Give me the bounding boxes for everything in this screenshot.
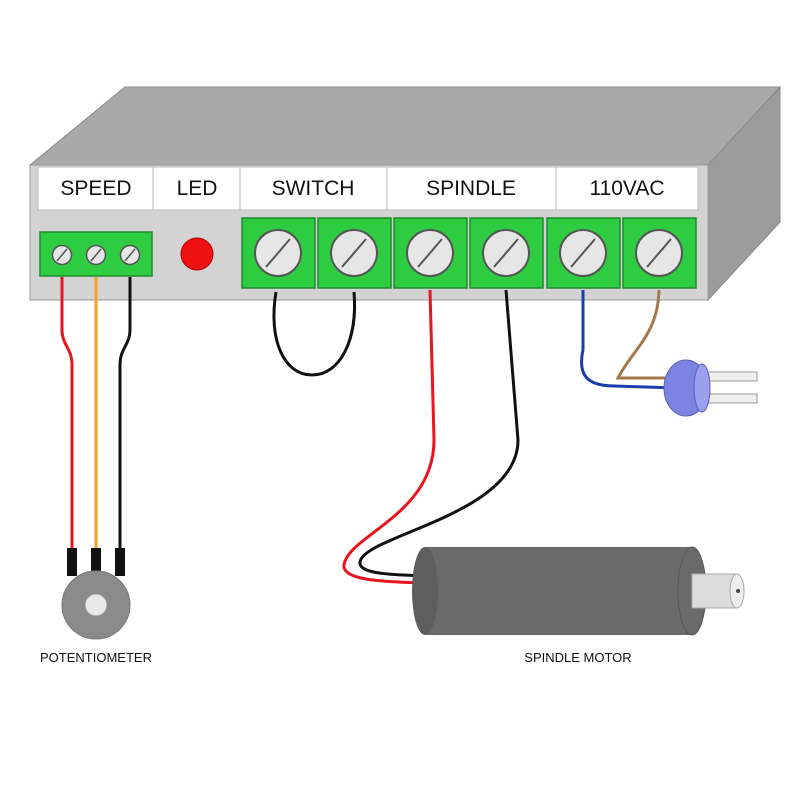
terminal-screw xyxy=(85,244,107,266)
label-speed: SPEED xyxy=(60,177,131,200)
label-led: LED xyxy=(177,177,218,200)
terminal-screw xyxy=(119,244,141,266)
ac-wire-brown xyxy=(615,289,675,380)
potentiometer xyxy=(61,548,131,640)
label-switch: SWITCH xyxy=(272,177,355,200)
terminal-spindle-1 xyxy=(393,217,468,289)
switch-jumper-wire xyxy=(272,291,357,377)
pot-pin xyxy=(67,548,77,576)
motor-body xyxy=(425,547,695,635)
plug-prong xyxy=(704,393,758,404)
label-spindle: SPINDLE xyxy=(426,177,516,200)
motor-shaft-center xyxy=(736,589,740,593)
spindle-wire-black xyxy=(358,289,520,578)
main-terminal-row xyxy=(241,217,697,289)
pot-pin xyxy=(91,548,101,576)
pot-shaft xyxy=(84,593,108,617)
spindle-wire-red xyxy=(342,289,436,585)
terminal-ac-2 xyxy=(622,217,697,289)
caption-potentiometer: POTENTIOMETER xyxy=(40,650,152,665)
pot-pin xyxy=(115,548,125,576)
plug-prong xyxy=(704,371,758,382)
terminal-switch-2 xyxy=(317,217,392,289)
label-strip-background xyxy=(37,166,699,211)
label-strip: SPEED LED SWITCH SPINDLE 110VAC xyxy=(37,166,699,211)
terminal-screw xyxy=(51,244,73,266)
pot-wire-red xyxy=(60,277,74,548)
terminal-ac-1 xyxy=(546,217,621,289)
box-top-face xyxy=(28,86,782,166)
ac-wire-blue xyxy=(580,290,676,390)
speed-terminal-block xyxy=(39,231,153,277)
label-110vac: 110VAC xyxy=(589,177,664,200)
motor-back-end xyxy=(412,547,438,635)
led-indicator xyxy=(180,237,214,271)
terminal-spindle-2 xyxy=(469,217,544,289)
terminal-switch-1 xyxy=(241,217,316,289)
spindle-motor xyxy=(412,546,745,636)
ac-plug xyxy=(663,359,758,417)
pot-wire-black xyxy=(118,277,132,548)
caption-spindle-motor: SPINDLE MOTOR xyxy=(524,650,631,665)
plug-face xyxy=(693,363,711,413)
